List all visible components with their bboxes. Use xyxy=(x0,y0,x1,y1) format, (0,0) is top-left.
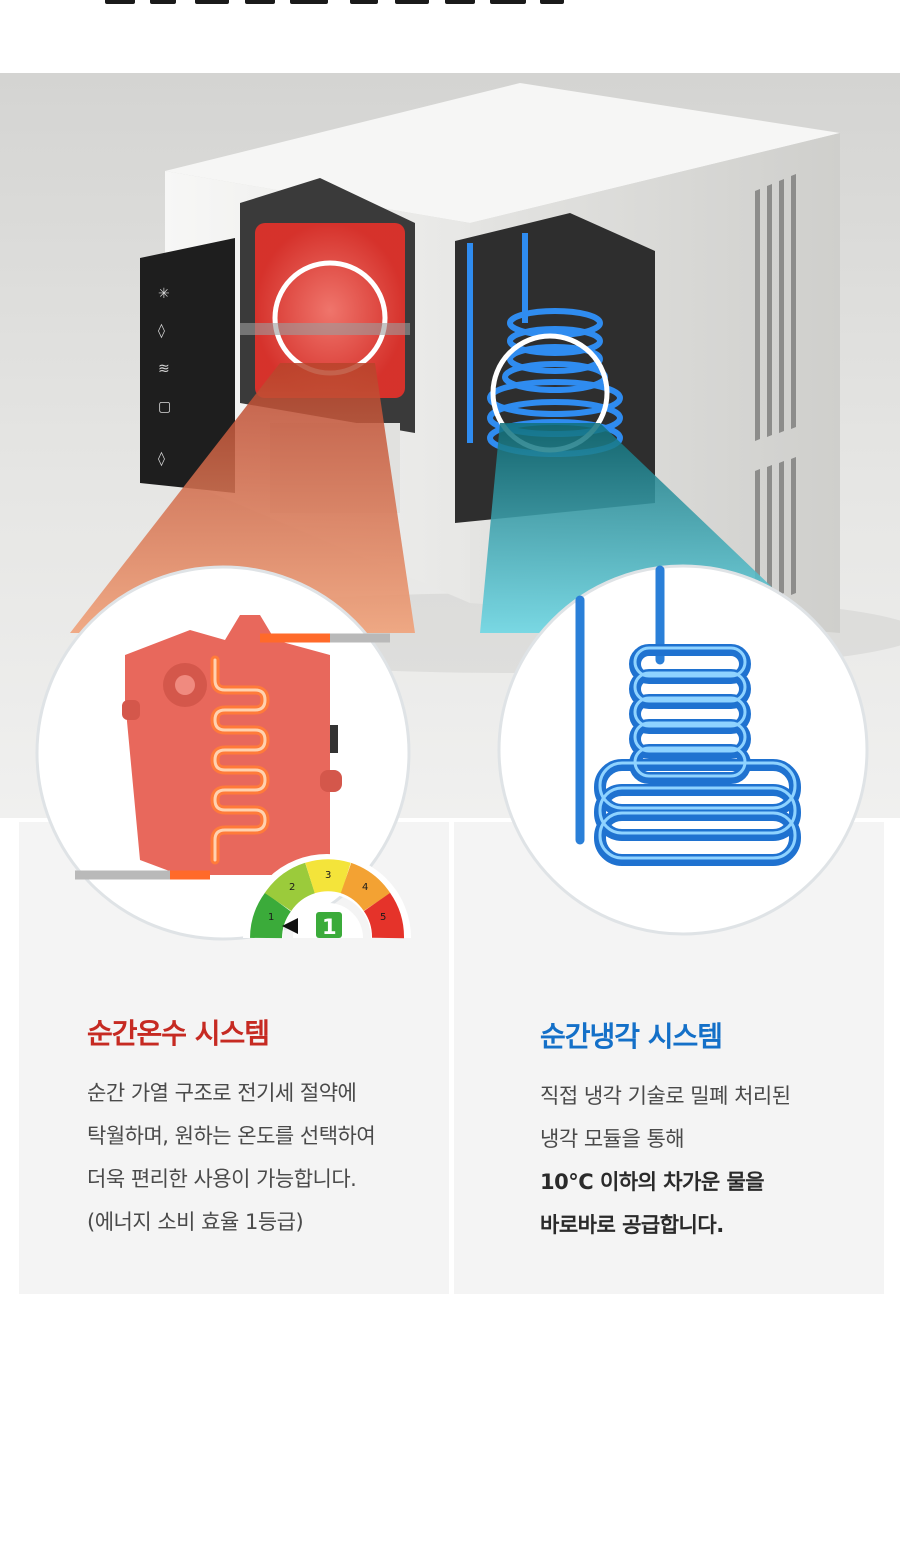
dispense-drop-icon[interactable]: ◊ xyxy=(158,451,165,467)
panel-icons: ✳ ◊ ≋ ▢ ◊ xyxy=(158,286,171,467)
hot-water-description: 순간 가열 구조로 전기세 절약에 탁월하며, 원하는 온도를 선택하여 더욱 … xyxy=(87,1072,447,1244)
snowflake-icon[interactable]: ✳ xyxy=(158,286,170,302)
energy-grade-value: 1 xyxy=(322,915,337,939)
cooling-coil xyxy=(575,565,801,866)
energy-grade-gauge: 1 2 3 4 5 1 xyxy=(243,854,411,939)
cropped-heading xyxy=(0,0,900,12)
gauge-scale-3: 3 xyxy=(325,870,331,881)
cold-water-description: 직접 냉각 기술로 밀폐 처리된 냉각 모듈을 통해 10°C 이하의 차가운 … xyxy=(540,1075,900,1247)
drop-icon[interactable]: ◊ xyxy=(158,323,165,339)
description-line: 순간 가열 구조로 전기세 절약에 xyxy=(87,1081,357,1105)
gauge-scale-5: 5 xyxy=(380,912,386,923)
heater-module xyxy=(75,615,390,880)
steam-icon[interactable]: ≋ xyxy=(158,361,170,377)
gauge-scale-4: 4 xyxy=(362,882,368,893)
gauge-pointer-icon xyxy=(282,918,298,934)
cold-water-title: 순간냉각 시스템 xyxy=(540,1020,723,1053)
description-line-bold: 바로바로 공급합니다. xyxy=(540,1213,724,1237)
gauge-scale-2: 2 xyxy=(289,882,295,893)
gauge-scale-1: 1 xyxy=(268,912,274,923)
hot-water-title: 순간온수 시스템 xyxy=(87,1017,270,1050)
cup-icon[interactable]: ▢ xyxy=(158,399,171,415)
description-line: 직접 냉각 기술로 밀폐 처리된 xyxy=(540,1084,791,1108)
cold-module-circle xyxy=(497,564,869,936)
description-line: 더욱 편리한 사용이 가능합니다. xyxy=(87,1167,357,1191)
description-line: 냉각 모듈을 통해 xyxy=(540,1127,685,1151)
description-line-bold: 10°C 이하의 차가운 물을 xyxy=(540,1170,765,1194)
description-line: 탁월하며, 원하는 온도를 선택하여 xyxy=(87,1124,376,1148)
description-line: (에너지 소비 효율 1등급) xyxy=(87,1210,304,1234)
hot-module-circle: 1 2 3 4 5 1 xyxy=(35,565,411,941)
hot-beam xyxy=(70,363,415,633)
side-vents xyxy=(755,174,796,595)
